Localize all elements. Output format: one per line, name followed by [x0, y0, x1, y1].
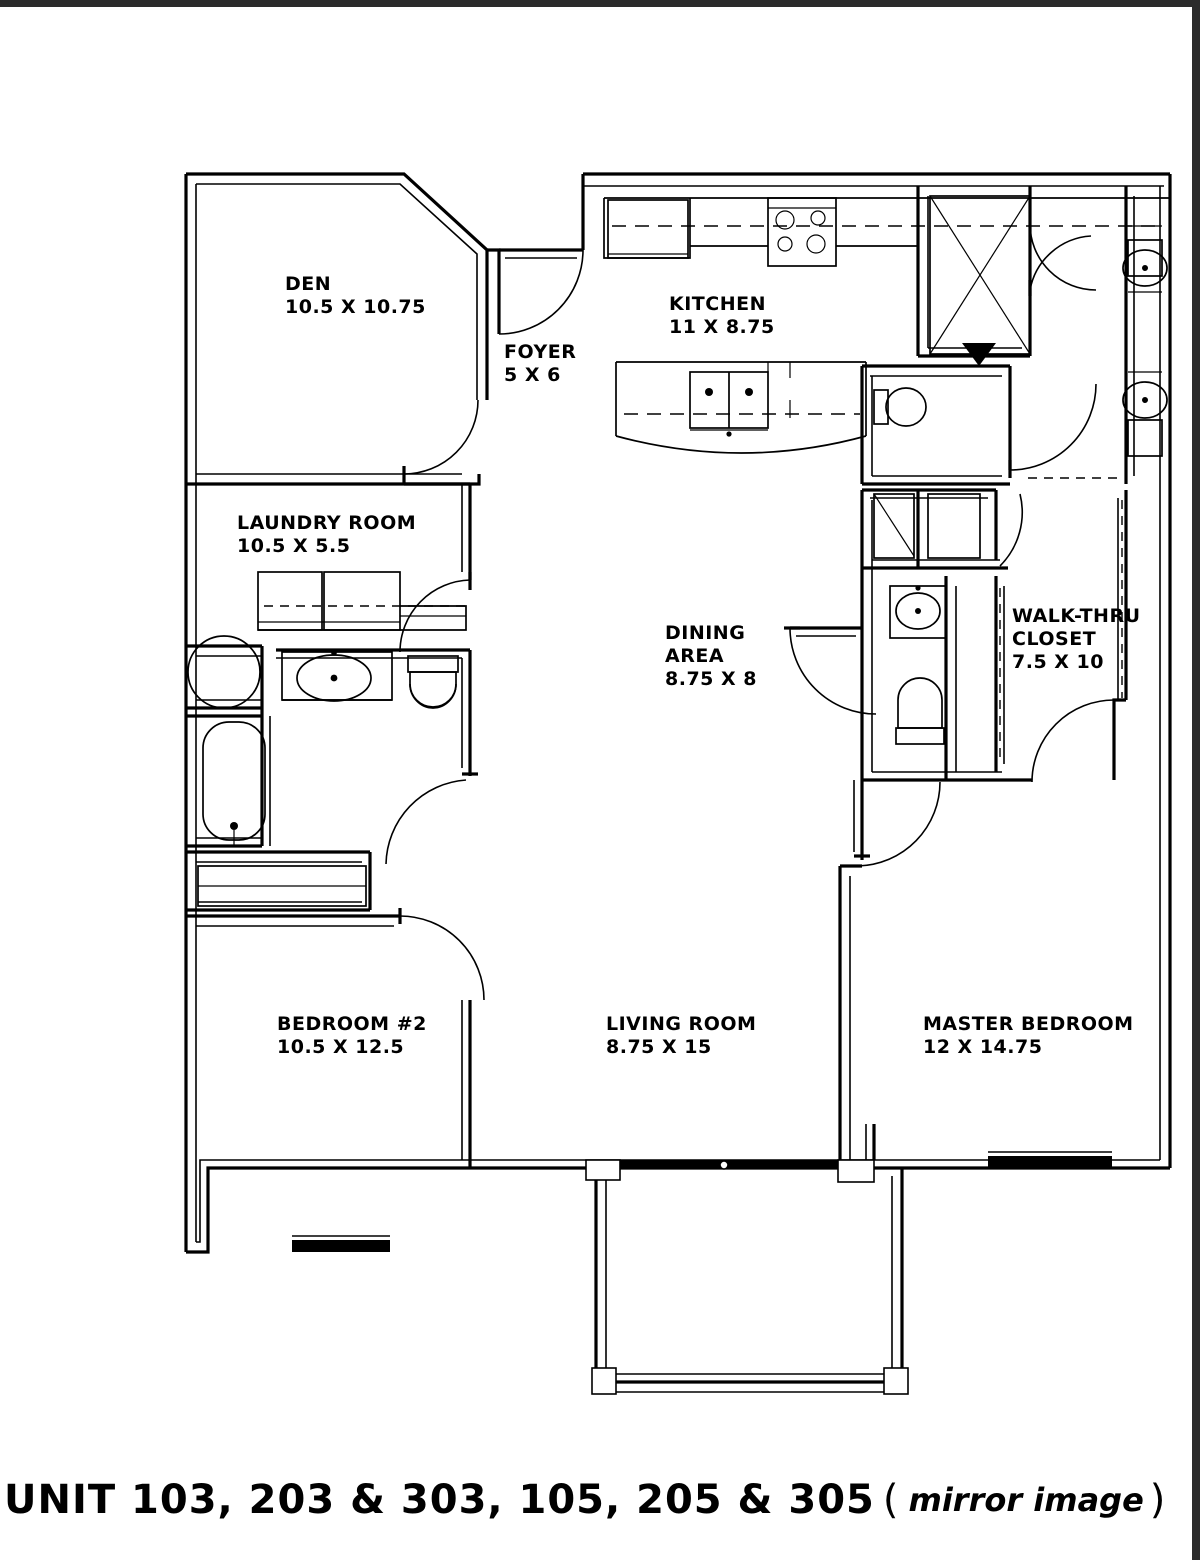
caption-mirror-image: mirror image	[908, 1481, 1144, 1519]
hall-dining-walls	[784, 626, 877, 715]
walk-thru-closet	[994, 490, 1128, 783]
label-master: MASTER BEDROOM	[923, 1013, 1134, 1035]
label-laundry-dims: 10.5 X 5.5	[237, 535, 350, 557]
label-living: LIVING ROOM	[606, 1013, 756, 1035]
label-living-dims: 8.75 X 15	[606, 1036, 712, 1058]
powder-bath	[860, 364, 1122, 486]
label-laundry: LAUNDRY ROOM	[237, 512, 416, 534]
master-toilet-icon	[895, 677, 945, 745]
balcony	[585, 1124, 909, 1395]
label-walkthru: WALK-THRU	[1012, 605, 1141, 627]
hall-toilet-icon	[407, 655, 459, 709]
laundry-room	[257, 484, 472, 653]
bathtub-icon	[186, 714, 266, 848]
label-master-dims: 12 X 14.75	[923, 1036, 1042, 1058]
caption-unit-text: UNIT 103, 203 & 303, 105, 205 & 305	[4, 1477, 875, 1523]
page-border-top	[0, 0, 1200, 7]
linen-closet	[186, 850, 372, 912]
label-bedroom2-dims: 10.5 X 12.5	[277, 1036, 404, 1058]
label-walkthru-dims: 7.5 X 10	[1012, 651, 1104, 673]
caption-paren-close: )	[1149, 1477, 1166, 1523]
label-kitchen-dims: 11 X 8.75	[669, 316, 775, 338]
label-foyer: FOYER	[504, 341, 576, 363]
hall-bath	[186, 635, 478, 865]
label-den: DEN	[285, 273, 331, 295]
washer-dryer-icons	[257, 571, 467, 631]
room-master-bedroom	[838, 780, 1112, 1168]
master-vanity	[1122, 186, 1168, 484]
caption-paren-open: (	[882, 1477, 899, 1523]
toilet-icon	[873, 387, 927, 427]
label-dining-2: AREA	[665, 645, 724, 667]
room-bedroom2	[186, 908, 485, 1252]
hall-closet	[916, 186, 1097, 366]
bedroom2-window	[292, 1235, 390, 1252]
master-window	[988, 1151, 1112, 1168]
caption: UNIT 103, 203 & 303, 105, 205 & 305 ( mi…	[0, 1440, 1200, 1560]
floor-plan-drawing: DEN 10.5 X 10.75 KITCHEN 11 X 8.75 FOYER…	[184, 172, 1172, 1395]
label-dining-dims: 8.75 X 8	[665, 668, 757, 690]
kitchen-sink-icon	[689, 371, 769, 437]
label-walkthru-2: CLOSET	[1012, 628, 1096, 650]
foyer-entry	[487, 248, 584, 335]
master-bath	[860, 488, 1023, 782]
label-bedroom2: BEDROOM #2	[277, 1013, 427, 1035]
kitchen-fixtures	[603, 197, 1170, 454]
page-border-right	[1192, 0, 1200, 1560]
label-dining: DINING	[665, 622, 745, 644]
cooktop-icon	[767, 197, 837, 267]
label-den-dims: 10.5 X 10.75	[285, 296, 426, 318]
room-labels: DEN 10.5 X 10.75 KITCHEN 11 X 8.75 FOYER…	[237, 273, 1141, 1058]
label-foyer-dims: 5 X 6	[504, 364, 561, 386]
master-bath-sink	[889, 585, 947, 639]
room-den	[186, 345, 489, 486]
label-kitchen: KITCHEN	[669, 293, 766, 315]
